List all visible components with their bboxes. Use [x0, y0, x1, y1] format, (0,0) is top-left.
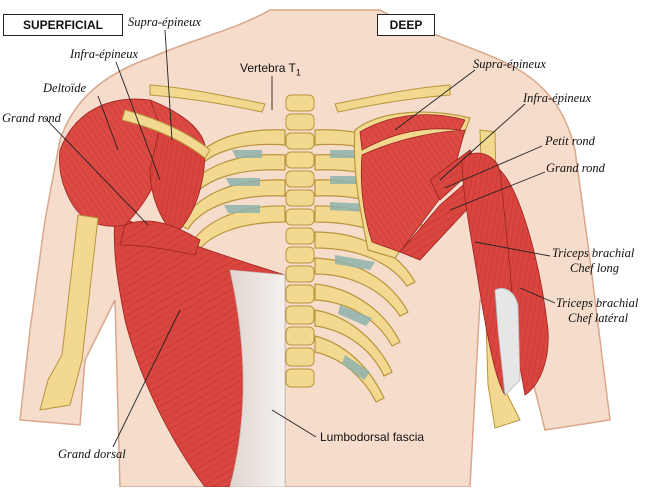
label-vertebra-text: Vertebra T	[240, 61, 296, 75]
label-petit-rond: Petit rond	[545, 134, 595, 148]
label-vertebra: Vertebra T1	[240, 61, 301, 79]
teres-major-left	[119, 220, 201, 256]
label-triceps-long-line1: Triceps brachial	[552, 246, 635, 260]
left-humerus	[39, 214, 99, 411]
label-deltoide: Deltoïde	[43, 81, 87, 95]
panel-label-superficial: SUPERFICIAL	[3, 14, 123, 36]
label-grand-rond-right: Grand rond	[546, 161, 605, 175]
label-infra-epineux-right: Infra-épineux	[523, 91, 592, 105]
label-supra-epineux-left: Supra-épineux	[128, 15, 201, 29]
label-grand-rond-left: Grand rond	[2, 111, 61, 125]
label-triceps-long-line2: Chef long	[570, 261, 619, 275]
deltoid-left	[59, 98, 176, 227]
label-triceps-lateral-line1: Triceps brachial	[556, 296, 639, 310]
label-vertebra-sub: 1	[295, 67, 301, 78]
triceps-tendon	[494, 288, 521, 396]
triceps-lateral-head	[499, 168, 549, 396]
left-clavicle	[149, 84, 266, 113]
label-grand-dorsal: Grand dorsal	[58, 447, 126, 461]
label-triceps-long: Triceps brachial Chef long	[552, 246, 634, 276]
label-triceps-lateral-line2: Chef latéral	[568, 311, 629, 325]
label-supra-epineux-right: Supra-épineux	[473, 57, 546, 71]
leader-lines	[44, 29, 556, 448]
label-lumbodorsal-fascia: Lumbodorsal fascia	[320, 430, 425, 444]
spine	[285, 94, 315, 388]
panel-label-deep: DEEP	[377, 14, 435, 36]
left-scapular-spine	[121, 109, 211, 159]
label-triceps-lateral: Triceps brachial Chef latéral	[556, 296, 638, 326]
right-clavicle	[334, 84, 451, 113]
label-infra-epineux-left: Infra-épineux	[70, 47, 139, 61]
